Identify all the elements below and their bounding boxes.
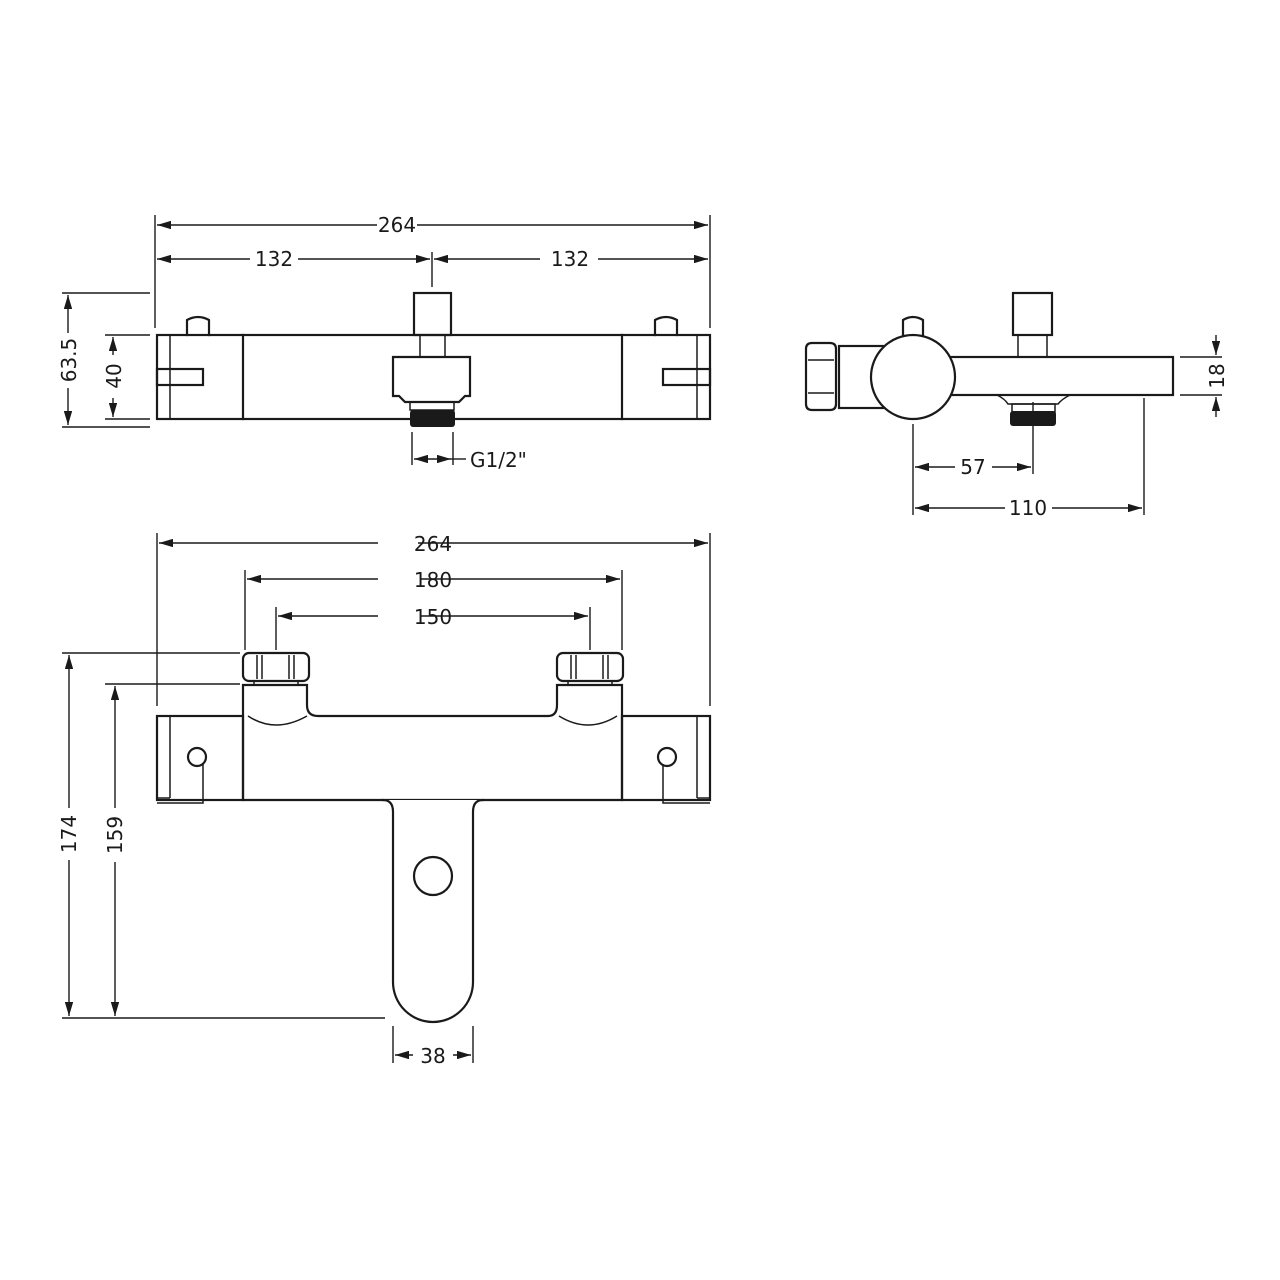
svg-text:264: 264: [414, 532, 452, 556]
svg-text:63.5: 63.5: [57, 338, 81, 383]
dim-spout-thickness: 18: [1205, 335, 1229, 417]
diverter-knob: [412, 291, 453, 337]
left-inlet-nut: [241, 651, 311, 686]
dim-outlet-offset: 57: [915, 455, 1031, 479]
right-handle-lever: [661, 367, 712, 387]
svg-text:159: 159: [103, 816, 127, 854]
dim-projection: 110: [915, 496, 1142, 520]
right-pin: [653, 315, 679, 337]
side-view: 18 57 110: [804, 291, 1229, 520]
spout-front: [381, 798, 485, 1024]
right-inlet-nut: [555, 651, 625, 686]
dim-top-overall-height: 63.5: [57, 295, 81, 425]
dim-body-to-spout: 159: [103, 686, 127, 1016]
valve-body-front: [241, 683, 624, 802]
dim-top-body-height: 40: [102, 337, 126, 417]
valve-body-top: [155, 333, 712, 421]
diverter-knob-side: [1011, 291, 1054, 337]
dim-spout-width: 38: [395, 1044, 471, 1068]
svg-text:150: 150: [414, 605, 452, 629]
svg-text:132: 132: [551, 247, 589, 271]
dim-outlet-thread: G1/2": [414, 448, 527, 472]
dim-inlet-centres: 150: [278, 605, 588, 629]
svg-text:174: 174: [57, 815, 81, 853]
left-handle-lever: [155, 367, 205, 387]
svg-text:18: 18: [1205, 363, 1229, 388]
svg-text:132: 132: [255, 247, 293, 271]
left-pin: [185, 315, 211, 337]
svg-text:180: 180: [414, 568, 452, 592]
dim-top-overall-width: 264: [157, 213, 708, 237]
outlet-thread: [410, 410, 455, 427]
valve-cylinder-side: [869, 333, 957, 421]
svg-text:57: 57: [960, 455, 985, 479]
pin-side: [901, 315, 925, 337]
front-view: 264 180 150: [57, 532, 712, 1068]
dim-inlet-outer: 180: [247, 568, 620, 592]
dim-top-left-half: 132: [157, 247, 430, 271]
right-handle-end: [656, 746, 678, 768]
dim-front-overall-width: 264: [159, 532, 708, 556]
dim-top-right-half: 132: [434, 247, 708, 271]
svg-text:264: 264: [378, 213, 416, 237]
svg-text:110: 110: [1009, 496, 1047, 520]
svg-text:G1/2": G1/2": [470, 448, 527, 472]
right-end-cap: [620, 714, 712, 802]
spout-aerator: [412, 855, 454, 897]
left-handle-end: [186, 746, 208, 768]
top-view: 264 132 132: [57, 213, 712, 472]
inlet-nut-side: [804, 341, 838, 412]
svg-text:40: 40: [102, 363, 126, 388]
dim-front-overall-height: 174: [57, 655, 81, 1016]
spout-arm: [928, 355, 1175, 397]
svg-text:38: 38: [420, 1044, 445, 1068]
outlet-collar: [391, 355, 472, 404]
left-end-cap: [155, 714, 245, 802]
